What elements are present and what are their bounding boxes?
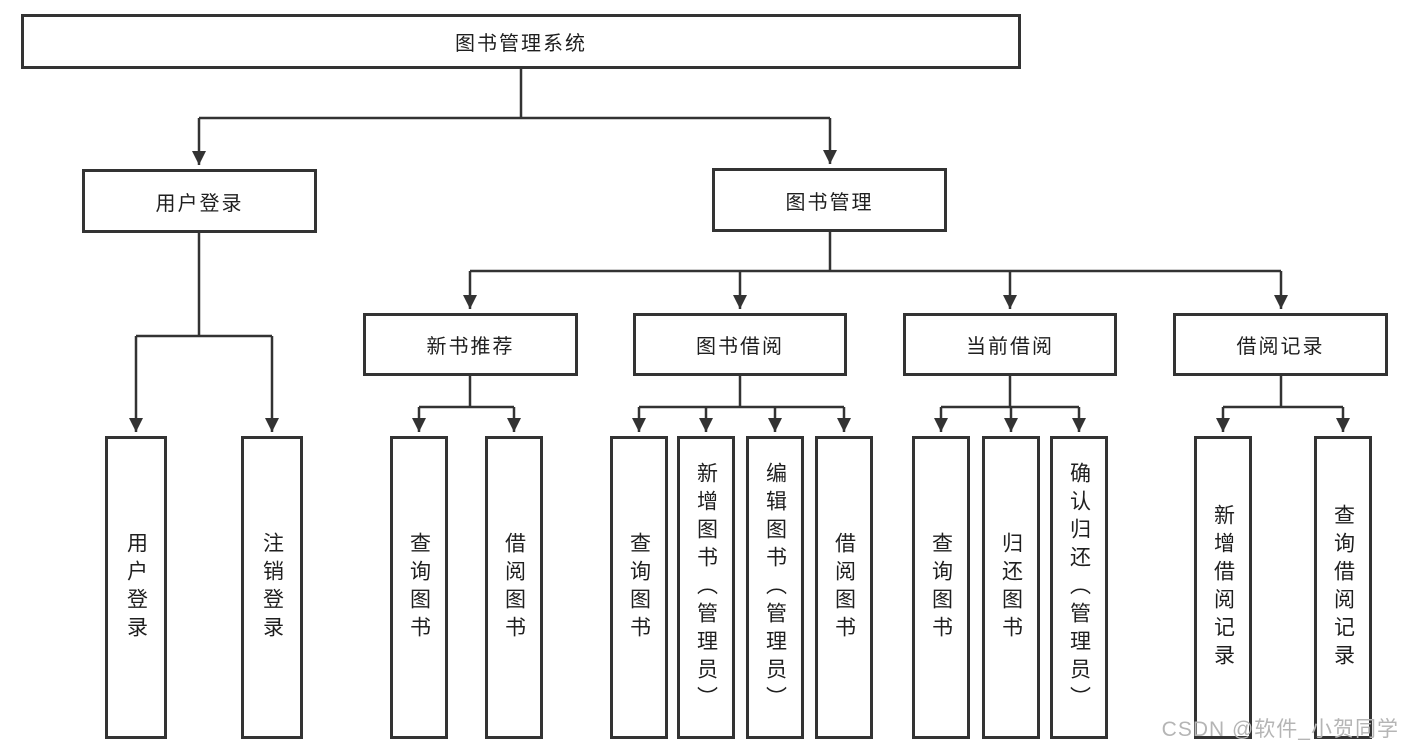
node-current-borrowing: 当前借阅 — [903, 313, 1117, 376]
leaf-bb-edit-book-admin: 编辑图书（管理员） — [746, 436, 804, 739]
node-user-login: 用户登录 — [82, 169, 317, 233]
leaf-logout-login: 注销登录 — [241, 436, 303, 739]
node-book-borrowing: 图书借阅 — [633, 313, 847, 376]
leaf-br-query-record: 查询借阅记录 — [1314, 436, 1372, 739]
csdn-watermark: CSDN @软件_小贺同学 — [1161, 718, 1399, 741]
leaf-cb-query-book: 查询图书 — [912, 436, 970, 739]
leaf-bb-add-book-admin: 新增图书（管理员） — [677, 436, 735, 739]
node-root-system: 图书管理系统 — [21, 14, 1021, 69]
leaf-nbr-borrow-book: 借阅图书 — [485, 436, 543, 739]
leaf-cb-confirm-return-admin: 确认归还（管理员） — [1050, 436, 1108, 739]
node-book-management: 图书管理 — [712, 168, 947, 232]
leaf-bb-query-book: 查询图书 — [610, 436, 668, 739]
leaf-bb-borrow-book: 借阅图书 — [815, 436, 873, 739]
leaf-nbr-query-book: 查询图书 — [390, 436, 448, 739]
leaf-user-login: 用户登录 — [105, 436, 167, 739]
leaf-br-add-record: 新增借阅记录 — [1194, 436, 1252, 739]
leaf-cb-return-book: 归还图书 — [982, 436, 1040, 739]
node-new-book-recommend: 新书推荐 — [363, 313, 578, 376]
node-borrow-records: 借阅记录 — [1173, 313, 1388, 376]
